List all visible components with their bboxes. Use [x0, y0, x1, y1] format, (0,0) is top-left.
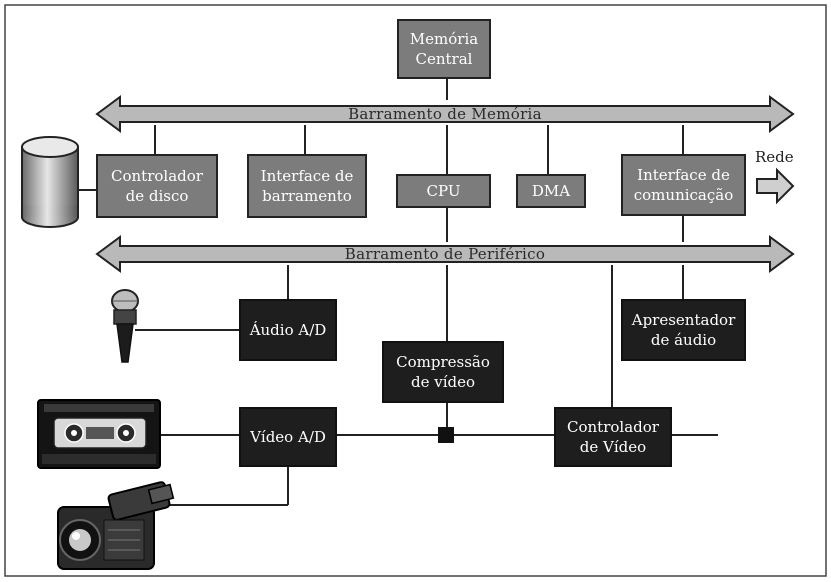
- memory-bus: [95, 95, 795, 133]
- controlador-disco-block: [96, 154, 218, 218]
- network-arrow-icon: [756, 167, 795, 205]
- disk-cylinder-icon: [21, 136, 79, 228]
- controlador-video-block: [554, 407, 672, 467]
- apresentador-audio-block: [621, 299, 746, 361]
- interface-comunicacao-block: [621, 154, 746, 216]
- cpu-block: [396, 174, 491, 208]
- audio-ad-block: [239, 299, 337, 361]
- microphone-icon: [111, 289, 139, 363]
- cassette-tape-icon: [37, 399, 161, 469]
- interface-barramento-block: [247, 154, 367, 218]
- video-camera-icon: [57, 481, 175, 570]
- peripheral-bus: [95, 235, 795, 273]
- video-ad-block: [239, 407, 337, 467]
- compressao-video-block: [382, 341, 504, 403]
- memoria-central-block: [397, 19, 491, 79]
- junction-node: [438, 427, 454, 443]
- frame: [4, 4, 827, 577]
- dma-block: [516, 174, 586, 208]
